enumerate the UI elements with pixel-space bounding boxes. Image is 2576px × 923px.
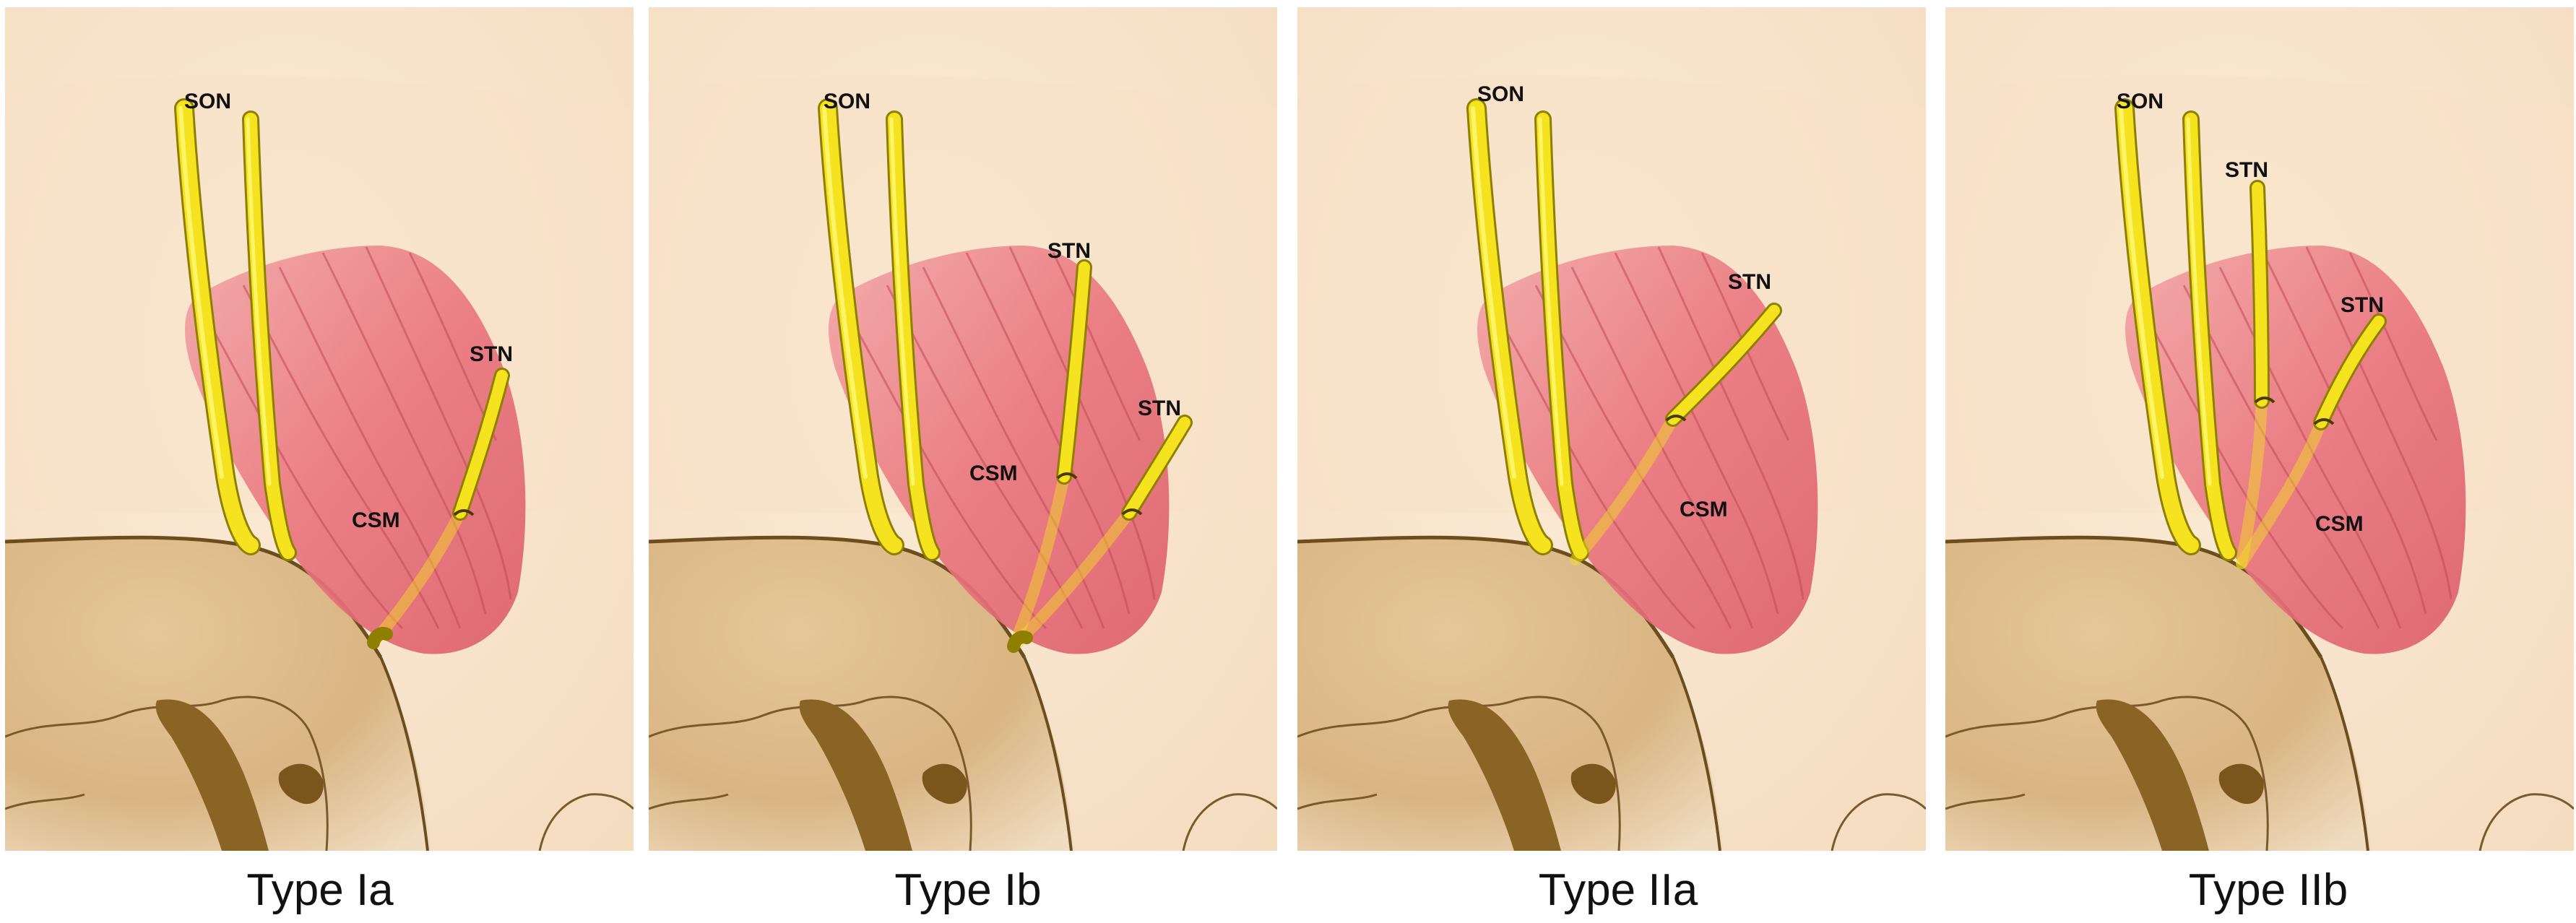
panel-type-iia bbox=[1297, 7, 1926, 851]
stn-label-iib-lower: STN bbox=[2341, 293, 2384, 317]
son-label-iia: SON bbox=[1477, 82, 1524, 106]
panel-type-ia bbox=[5, 7, 634, 851]
stn-label-iib-upper: STN bbox=[2225, 158, 2268, 182]
son-label-ib: SON bbox=[824, 90, 870, 113]
csm-label-iib: CSM bbox=[2315, 512, 2364, 536]
son-label-ia: SON bbox=[184, 90, 231, 113]
stn-label-iia: STN bbox=[1728, 270, 1771, 294]
caption-type-iib: Type IIb bbox=[2189, 865, 2348, 915]
stn-label-ia: STN bbox=[470, 342, 513, 366]
son-label-iib: SON bbox=[2117, 90, 2164, 113]
csm-label-iia: CSM bbox=[1680, 498, 1728, 521]
csm-label-ib: CSM bbox=[969, 462, 1018, 485]
csm-label-ia: CSM bbox=[352, 508, 400, 532]
panel-type-ib bbox=[649, 7, 1277, 851]
caption-type-ia: Type Ia bbox=[246, 865, 394, 915]
caption-type-ib: Type Ib bbox=[894, 865, 1041, 915]
stn-label-ib-upper: STN bbox=[1047, 239, 1091, 263]
panel-type-iib bbox=[1945, 7, 2574, 851]
caption-type-iia: Type IIa bbox=[1539, 865, 1698, 915]
stn-label-ib-lower: STN bbox=[1138, 396, 1181, 420]
